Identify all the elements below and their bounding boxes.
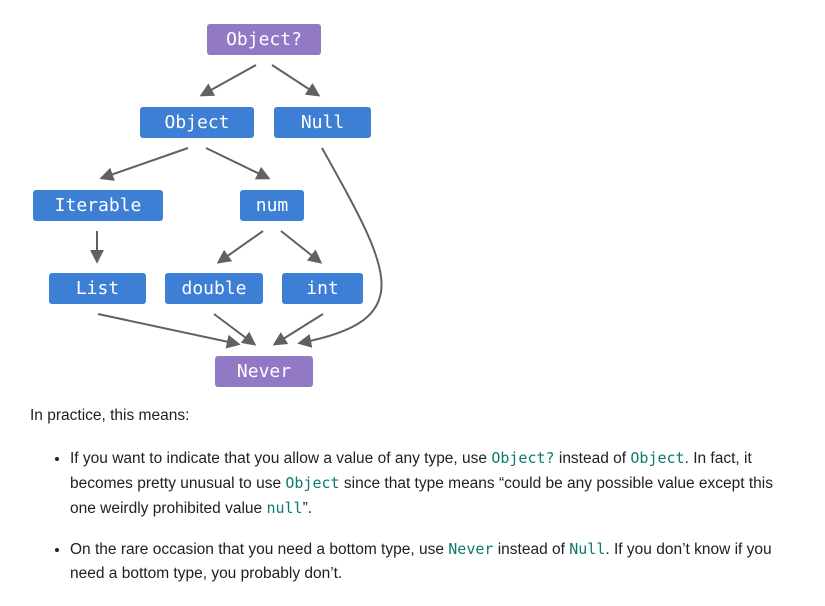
bullet1-text-5: ”. — [302, 500, 313, 517]
arrow-num-to-int — [280, 230, 323, 264]
arrow-null-to-never — [297, 147, 383, 348]
node-never: Never — [215, 356, 313, 387]
arrow-num-to-double — [216, 230, 264, 264]
bullet-object-nullable: If you want to indicate that you allow a… — [70, 446, 800, 521]
bullet-list: If you want to indicate that you allow a… — [30, 446, 800, 586]
arrow-object-to-num — [205, 147, 271, 180]
code-object: Object — [630, 449, 685, 467]
arrow-int-to-never — [272, 313, 324, 346]
node-list: List — [49, 273, 146, 304]
node-iterable: Iterable — [33, 190, 163, 221]
bullet2-text-2: instead of — [493, 541, 570, 558]
code-object-nullable: Object? — [491, 449, 555, 467]
arrow-object-to-iterable — [99, 147, 189, 181]
bullet1-text-3: . In fact, it becomes pretty unusual to … — [70, 450, 752, 492]
node-double: double — [165, 273, 263, 304]
arrow-objectq-to-null — [271, 64, 321, 97]
code-never: Never — [448, 540, 494, 558]
node-null: Null — [274, 107, 371, 138]
node-num: num — [240, 190, 304, 221]
bullet1-text-2: instead of — [554, 450, 631, 467]
node-object-nullable: Object? — [207, 24, 321, 55]
arrow-double-to-never — [213, 313, 257, 346]
node-object: Object — [140, 107, 254, 138]
code-null-type: Null — [569, 540, 606, 558]
bullet-never: On the rare occasion that you need a bot… — [70, 537, 800, 586]
bullet2-text-1: On the rare occasion that you need a bot… — [70, 541, 449, 558]
node-int: int — [282, 273, 363, 304]
arrow-list-to-never — [97, 313, 241, 349]
bullet1-text-1: If you want to indicate that you allow a… — [70, 450, 492, 467]
arrow-objectq-to-object — [199, 64, 257, 97]
arrows-layer — [90, 64, 383, 349]
code-null-value: null — [266, 499, 303, 517]
article-text: In practice, this means: If you want to … — [30, 404, 800, 602]
bullet2-text-3: . If you don’t know if you need a bottom… — [70, 541, 772, 582]
bullet1-text-4: since that type means “could be any poss… — [70, 475, 773, 517]
intro-paragraph: In practice, this means: — [30, 407, 190, 424]
code-object-2: Object — [285, 474, 340, 492]
type-hierarchy-diagram: Object? Object Null Iterable num List do… — [33, 24, 383, 387]
